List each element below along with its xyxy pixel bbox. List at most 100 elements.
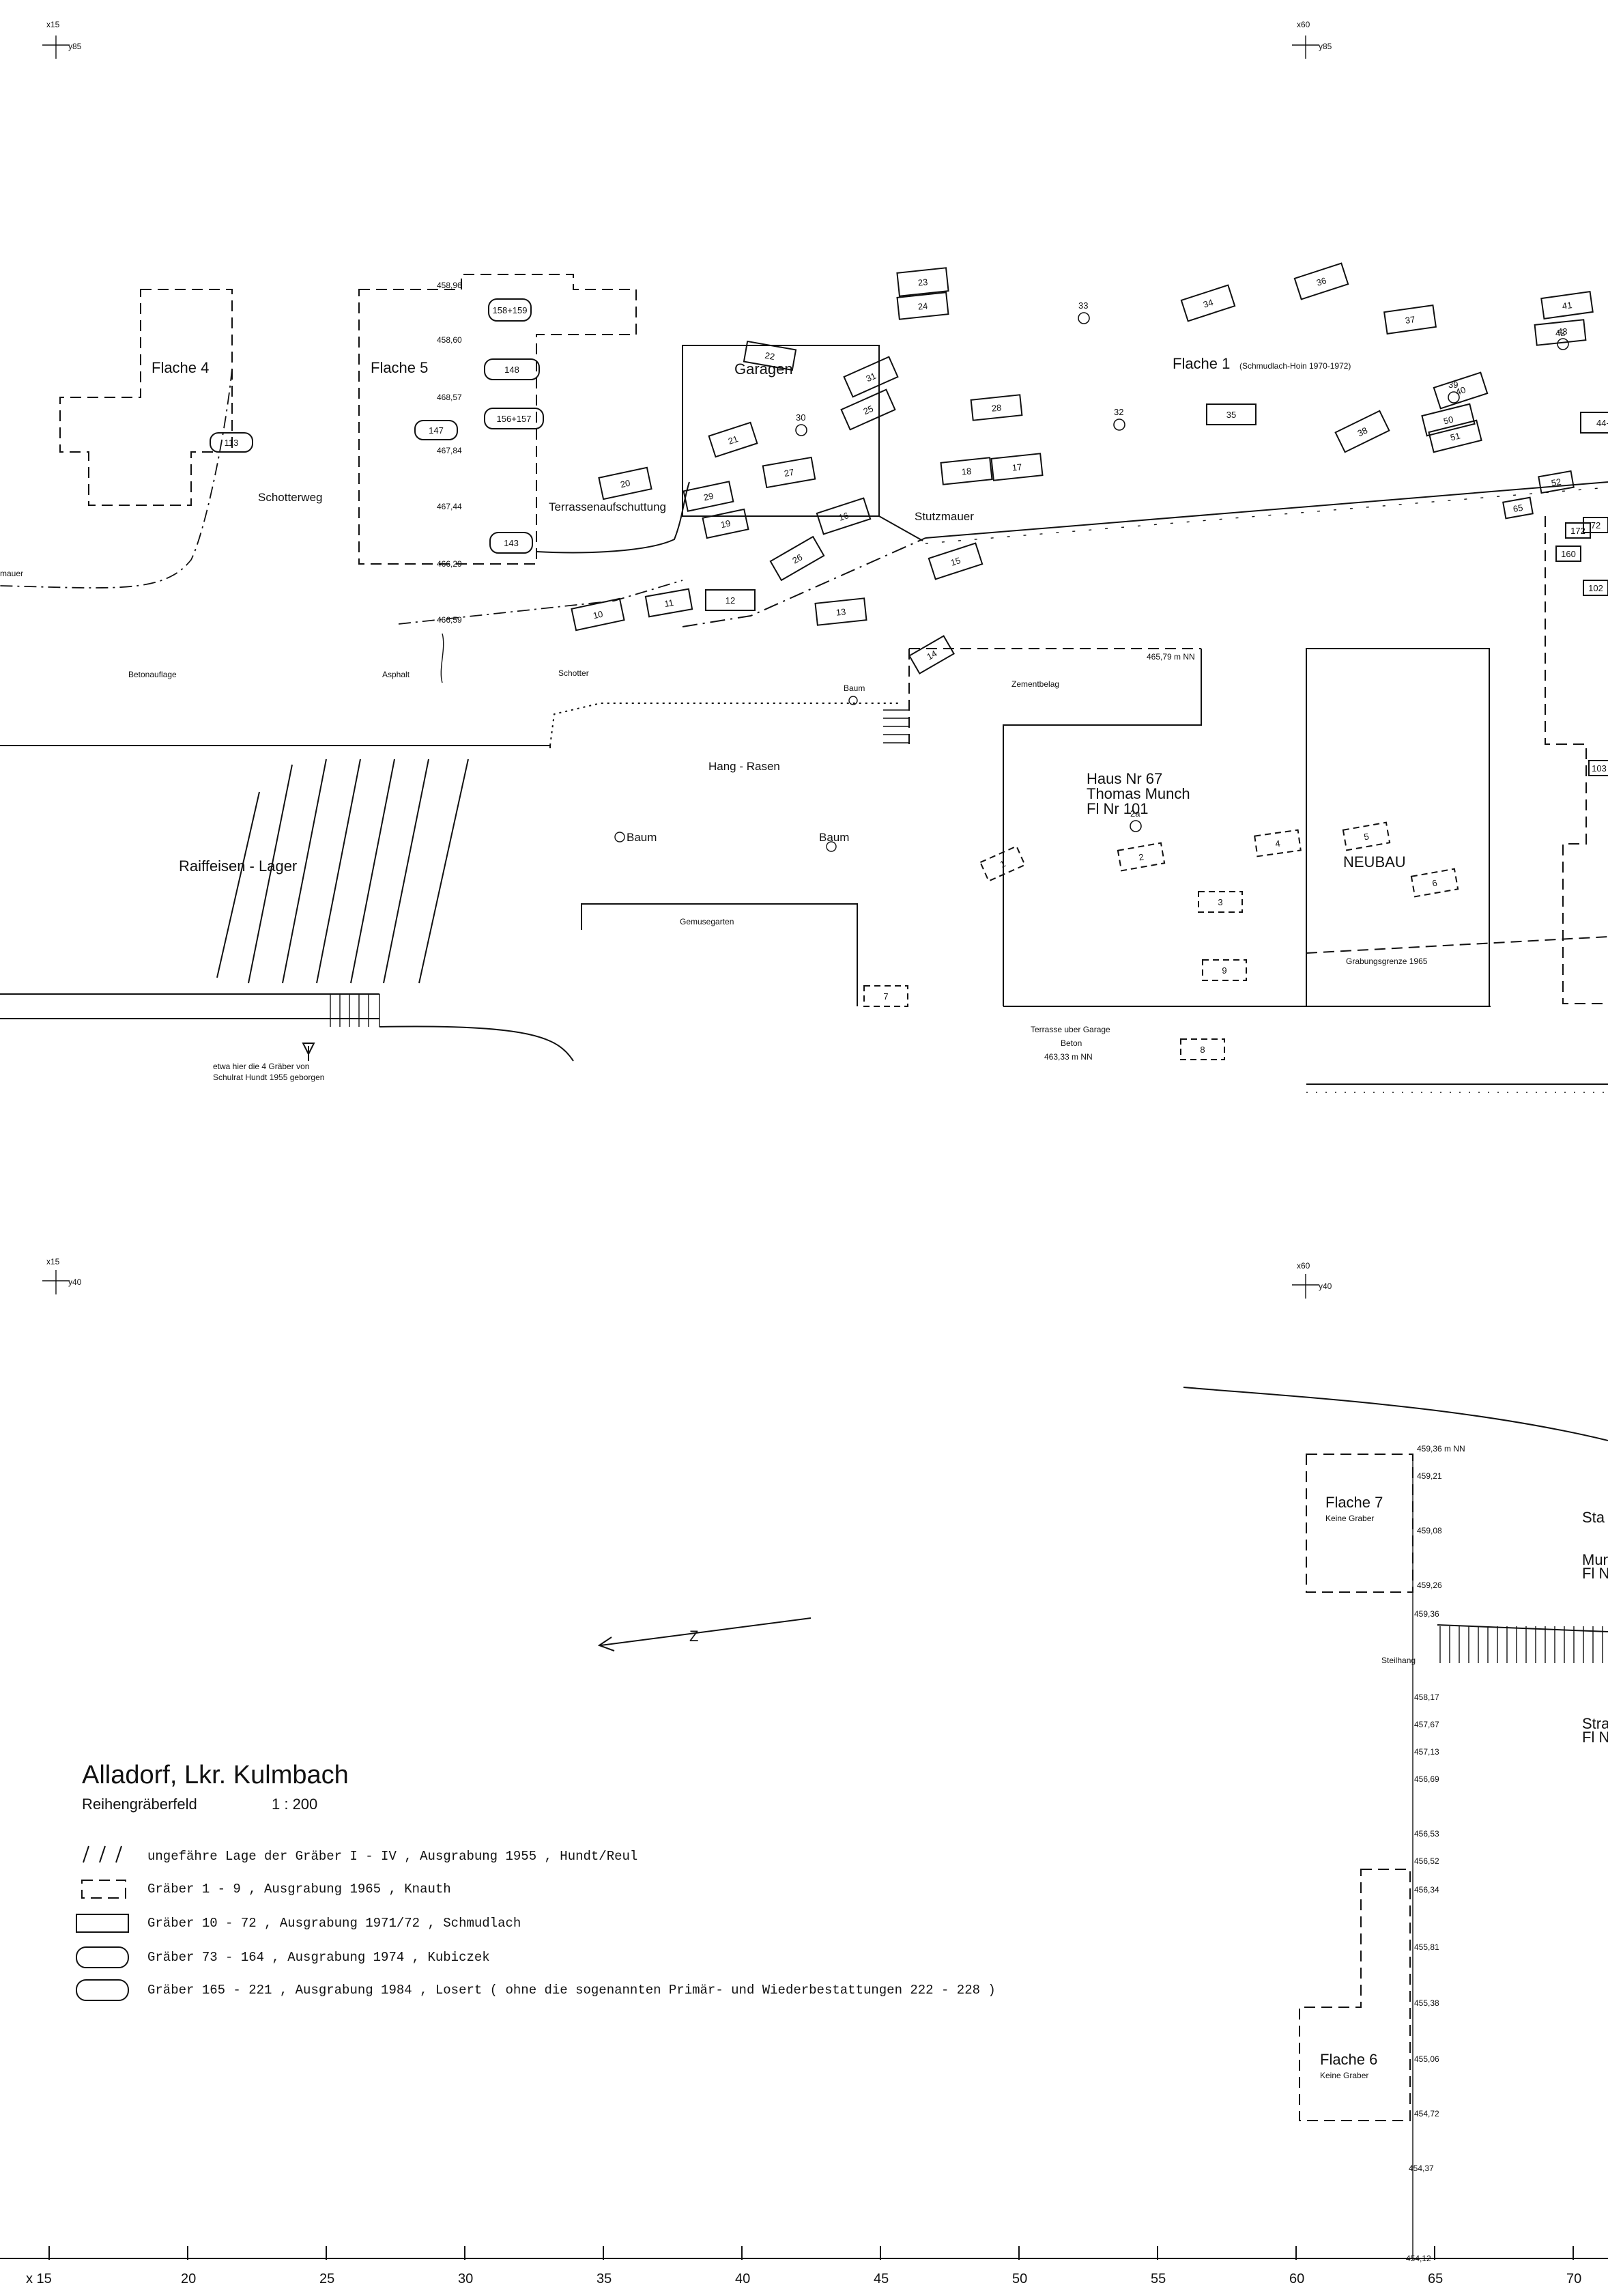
legend-entry-2: Gräber 1 - 9 , Ausgrabung 1965 , Knauth: [147, 1882, 451, 1897]
terrace-line: [536, 481, 690, 554]
grave-label: 10: [592, 609, 603, 621]
svg-text:Mun: Mun: [1582, 1551, 1608, 1568]
grave-label: 1: [999, 858, 1007, 870]
scale-tick-label: 70: [1566, 2271, 1581, 2286]
legend-scale: 1 : 200: [272, 1796, 317, 1813]
svg-text:466,29: 466,29: [437, 559, 462, 569]
steilhang: Steilhang: [1381, 1624, 1608, 1665]
svg-text:Fl N: Fl N: [1582, 1565, 1608, 1582]
svg-text:456,53: 456,53: [1414, 1829, 1439, 1839]
legend-symbol-rounded: [76, 1946, 129, 1968]
grave-21: 21: [708, 421, 758, 458]
grave-label: 13: [835, 606, 846, 617]
grave-label: 143: [504, 538, 519, 548]
grid-marker-bottom-right: x60 y40: [1292, 1261, 1332, 1299]
svg-text:Fl N: Fl N: [1582, 1729, 1608, 1746]
property-line: [682, 537, 926, 627]
grave-160: 160: [1555, 545, 1581, 562]
grid-marker-top-right: x60 y85: [1292, 20, 1332, 59]
grave-32: 32: [1113, 407, 1125, 431]
grave-7: 7: [863, 985, 908, 1007]
svg-text:x15: x15: [46, 20, 60, 29]
grave-102: 102: [1583, 580, 1608, 596]
svg-text:468,57: 468,57: [437, 393, 462, 402]
grave-label: 38: [1355, 425, 1369, 439]
zementbelag-label: Zementbelag: [1011, 679, 1059, 689]
scale-tick-label: 25: [319, 2271, 334, 2286]
svg-text:455,81: 455,81: [1414, 1942, 1439, 1952]
grave-label: 34: [1202, 297, 1214, 310]
grave-label: 42: [1555, 327, 1566, 338]
svg-text:467,84: 467,84: [437, 446, 462, 455]
legend-symbol-dashed: [81, 1880, 126, 1899]
grave-3: 3: [1198, 891, 1243, 913]
svg-text:458,60: 458,60: [437, 335, 462, 345]
grave-label: 29: [702, 491, 714, 503]
grave-label: 27: [784, 467, 795, 479]
grave-17: 17: [990, 453, 1044, 481]
grave-label: 31: [865, 371, 878, 384]
grave-label: 17: [1011, 462, 1022, 472]
legend-entry-1: ungefähre Lage der Gräber I - IV , Ausgr…: [147, 1849, 637, 1864]
grave-label: 103: [1592, 763, 1607, 774]
svg-text:459,21: 459,21: [1417, 1471, 1442, 1481]
grave-113: 113: [210, 432, 253, 453]
stutzmauer-label: Stutzmauer: [915, 510, 974, 523]
area-flaeche-4: Flache 4 mauer: [0, 289, 233, 589]
grave-36: 36: [1293, 262, 1349, 300]
grave-4: 4: [1254, 829, 1302, 858]
grave-2a: 2a: [1130, 808, 1142, 832]
grave-30: 30: [795, 412, 807, 436]
svg-text:459,26: 459,26: [1417, 1581, 1442, 1590]
svg-text:459,36: 459,36: [1414, 1609, 1439, 1619]
grave-label: 36: [1315, 275, 1327, 288]
terrassenaufschuttung-label: Terrassenaufschuttung: [549, 500, 666, 513]
grave-label: 19: [719, 518, 731, 530]
svg-text:454,37: 454,37: [1409, 2164, 1434, 2173]
grave-label: 156+157: [497, 414, 532, 424]
grave-label: 5: [1363, 831, 1370, 842]
grave-label: 50: [1442, 414, 1454, 426]
svg-text:Beton: Beton: [1061, 1038, 1082, 1048]
area-flaeche-7: Flache 7 Keine Graber: [1306, 1454, 1413, 1593]
grave-label: 20: [619, 478, 631, 490]
scale-tick-label: 40: [735, 2271, 750, 2286]
grave-37: 37: [1383, 304, 1437, 335]
svg-text:Raiffeisen - Lager: Raiffeisen - Lager: [179, 858, 297, 875]
grave-6: 6: [1410, 868, 1459, 898]
grave-16: 16: [816, 497, 872, 535]
grave-158+159: 158+159: [488, 298, 532, 322]
svg-text:459,08: 459,08: [1417, 1526, 1442, 1535]
grave-label: 40: [1454, 384, 1467, 397]
grave-18: 18: [940, 457, 993, 485]
grabungsgrenze-label: Grabungsgrenze 1965: [1346, 956, 1428, 966]
flaeche-5-label: Flache 5: [371, 359, 428, 376]
grave-147: 147: [414, 420, 458, 440]
grave-label: 148: [504, 365, 519, 375]
grave-34: 34: [1180, 284, 1236, 322]
legend-symbol-rect: [76, 1914, 129, 1933]
svg-text:Baum: Baum: [819, 831, 849, 844]
grave-50: 50: [1421, 403, 1476, 437]
svg-text:463,33 m NN: 463,33 m NN: [1044, 1052, 1093, 1062]
grave-14: 14: [908, 635, 955, 675]
grave-label: 15: [949, 555, 962, 568]
svg-text:458,96: 458,96: [437, 281, 462, 290]
grave-label: 158+159: [493, 305, 528, 315]
svg-text:y40: y40: [1319, 1281, 1332, 1291]
grave-33: 33: [1078, 300, 1090, 324]
grave-28: 28: [970, 394, 1023, 421]
svg-text:Gemusegarten: Gemusegarten: [680, 917, 734, 926]
tree-baum-3: Baum: [819, 831, 849, 852]
grave-label: 43: [1557, 326, 1567, 337]
grave-label: 23: [917, 277, 928, 287]
grave-label: 4: [1274, 838, 1280, 849]
raiffeisen-lager: Raiffeisen - Lager etwa hier die 4 Gräbe…: [0, 745, 574, 1082]
grave-19: 19: [702, 508, 749, 539]
grave-label: 33: [1078, 300, 1088, 311]
grave-label: 9: [1222, 965, 1226, 976]
legend-entry-4: Gräber 73 - 164 , Ausgrabung 1974 , Kubi…: [147, 1950, 490, 1965]
tree-baum-1: Baum: [844, 683, 865, 705]
terrasse-label: Terrasse uber Garage Beton 463,33 m NN: [1031, 1025, 1110, 1062]
